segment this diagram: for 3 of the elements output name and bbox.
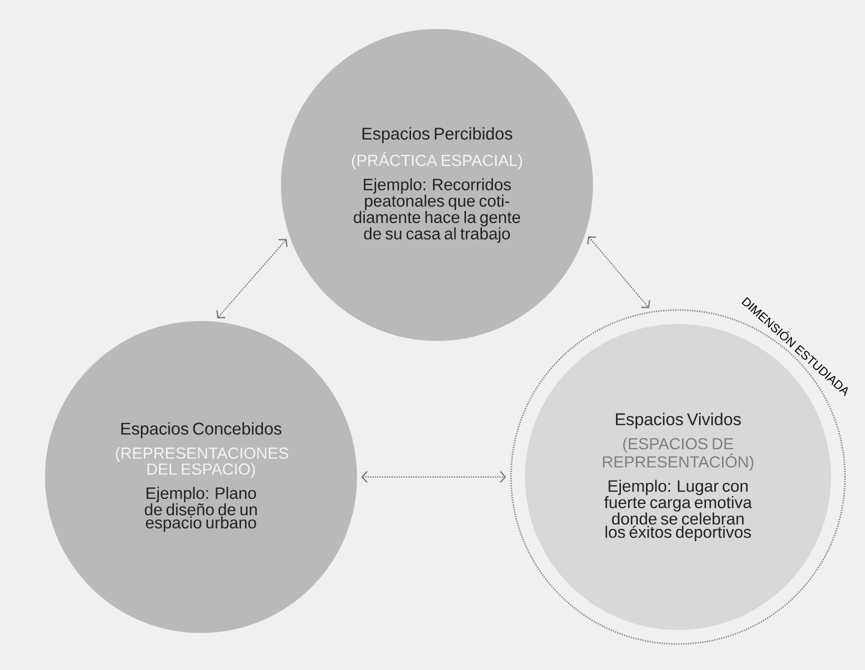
double-arrow [361,471,506,483]
double-arrow [216,238,288,318]
double-arrow [587,236,650,308]
